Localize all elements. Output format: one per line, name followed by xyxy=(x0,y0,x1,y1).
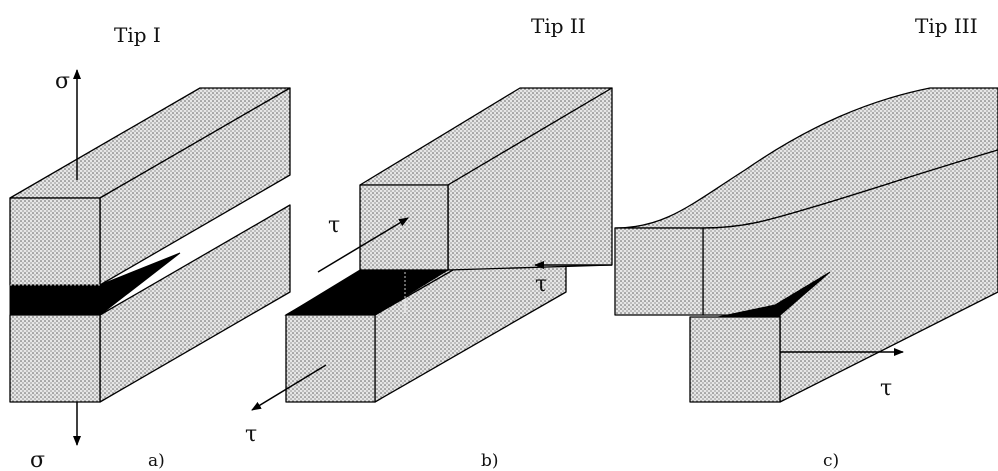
tau-tear-label: τ xyxy=(880,376,892,401)
caption-b: b) xyxy=(481,451,499,471)
sigma-bottom-label: σ xyxy=(30,448,45,471)
panel-c-title: Tip III xyxy=(915,14,978,38)
mode-two-specimen xyxy=(252,88,612,410)
lower-block-front-face xyxy=(10,315,100,402)
lower-block-front-face xyxy=(690,317,780,402)
tau-lower-label: τ xyxy=(245,422,257,447)
caption-c: c) xyxy=(823,451,839,471)
caption-a: a) xyxy=(148,451,165,471)
tau-back-label: τ xyxy=(535,272,547,297)
panel-a-title: Tip I xyxy=(114,23,161,47)
upper-block-front-face xyxy=(10,198,100,285)
mode-one-specimen xyxy=(10,70,290,445)
upper-block-front-face xyxy=(360,185,448,270)
mode-three-specimen xyxy=(615,88,998,402)
tau-upper-label: τ xyxy=(328,213,340,238)
sigma-top-label: σ xyxy=(55,69,70,94)
lower-block-front-face xyxy=(286,315,375,402)
upper-block-front-face xyxy=(615,228,703,315)
panel-b-title: Tip II xyxy=(531,14,586,38)
